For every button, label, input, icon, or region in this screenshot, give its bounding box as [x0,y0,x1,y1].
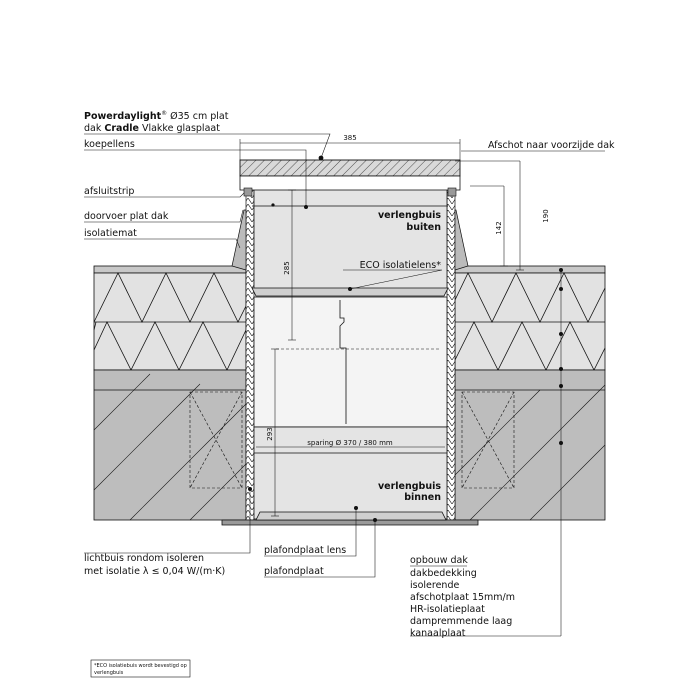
label-afschot: Afschot naar voorzijde dak [488,140,615,151]
label-eco-lens: ECO isolatielens* [360,260,442,271]
insulation-board-right [454,272,606,371]
label-verlengbuis-buiten-1: verlengbuis [378,210,441,221]
inner-extension-tube [253,426,448,520]
footnote-box [90,659,191,678]
opbouw-item: kanaalplaat [410,628,466,639]
footnote-line2: verlengbuis [94,670,124,676]
roof-flashing-right [454,209,469,271]
label-verlengbuis-buiten-2: buiten [406,222,441,233]
product-title-line2: dak Cradle Vlakke glasplaat [84,123,220,134]
dome-frame [239,175,461,191]
dimensions [239,139,524,271]
eco-insulation-lens [251,287,449,297]
dim-190: 190 [542,209,550,222]
dim-385: 385 [343,134,356,142]
roof-section-right [454,265,606,636]
insulation-board-left [93,272,247,371]
label-verlengbuis-binnen-2: binnen [404,492,441,503]
label-opbouw-title: opbouw dak [410,555,468,566]
hollow-core-slab-left [93,369,247,521]
label-doorvoer: doorvoer plat dak [84,211,169,222]
ceiling-trim [221,519,479,526]
opbouw-item: HR-isolatieplaat [410,604,485,615]
roofing-membrane-left [93,265,247,274]
dim-293: 293 [266,427,274,440]
label-sparing: sparing Ø 370 / 380 mm [307,439,393,447]
label-isolatiemat: isolatiemat [84,228,137,239]
dim-285: 285 [283,261,291,274]
tube-insulation-left [245,189,255,521]
opbouw-item: dakbedekking [410,568,477,579]
product-title-line1: Powerdaylight® Ø35 cm plat [84,110,229,122]
ceiling-lens [255,511,447,521]
footnote-line1: *ECO isolatiebuis wordt bevestigd op [94,663,187,669]
light-tube-assembly [221,155,479,526]
dim-142: 142 [495,221,503,234]
roof-flashing-left [231,209,247,271]
label-koepellens: koepellens [84,139,135,150]
tube-insulation-right [446,189,456,521]
labels: Powerdaylight® Ø35 cm plat dak Cradle Vl… [84,110,615,678]
label-plafondplaat-lens: plafondplaat lens [264,545,346,556]
roofing-membrane-right [454,265,606,274]
label-lichtbuis-2: met isolatie λ ≤ 0,04 W/(m·K) [84,566,225,577]
label-lichtbuis-1: lichtbuis rondom isoleren [84,553,204,564]
leader-lines [84,133,605,637]
hollow-core-slab-right [454,369,606,521]
opbouw-item: afschotplaat 15mm/m [410,592,515,603]
roof-section-left [93,265,247,521]
opbouw-item: dampremmende laag [410,616,512,627]
label-plafondplaat: plafondplaat [264,566,324,577]
opbouw-item: isolerende [410,580,459,591]
label-afsluitstrip: afsluitstrip [84,186,134,197]
flat-glass-plate [239,159,461,177]
label-verlengbuis-binnen-1: verlengbuis [378,481,441,492]
tube-middle [253,296,448,428]
